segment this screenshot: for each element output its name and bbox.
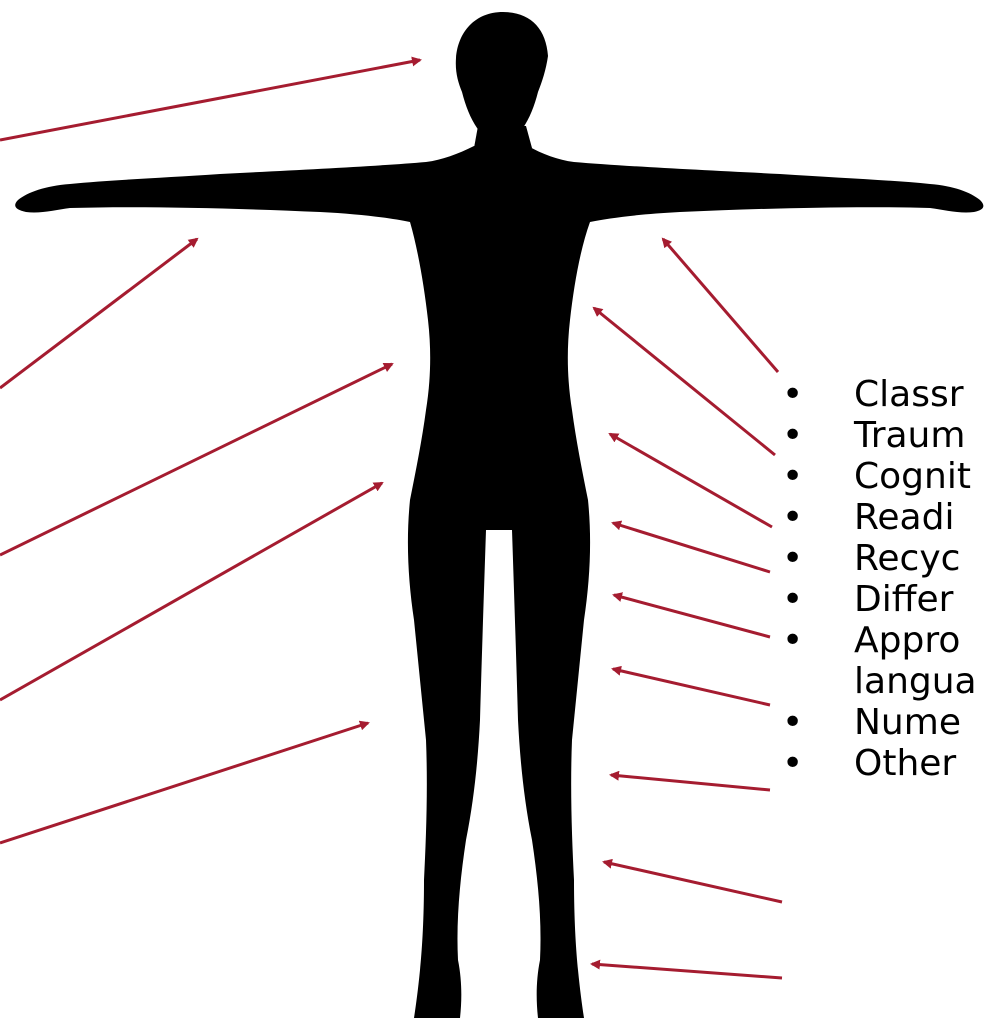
bullet-icon: • [782, 497, 803, 538]
list-item: • Recyc [782, 538, 989, 579]
arrow-right-2 [594, 308, 775, 455]
list-item: • Differ [782, 579, 989, 620]
list-item-label: Recyc [854, 538, 960, 579]
arrow-right-3 [610, 434, 772, 527]
list-item: • Cognit [782, 456, 989, 497]
bullet-icon: • [782, 538, 803, 579]
silhouette-neck [474, 126, 532, 148]
list-item-label: langua [854, 661, 977, 702]
arrow-right-6 [613, 669, 770, 705]
arrow-right-5 [614, 595, 770, 637]
bullet-icon: • [782, 743, 803, 784]
list-item: • Other [782, 743, 989, 784]
arrow-right-4 [613, 523, 770, 572]
list-item-label: Traum [854, 415, 965, 456]
arrow-right-1 [663, 239, 778, 372]
list-item: langua [782, 661, 989, 702]
list-item-label: Nume [854, 702, 961, 743]
bullet-icon: • [782, 374, 803, 415]
arrow-right-7 [611, 775, 770, 790]
list-item: • Classr [782, 374, 989, 415]
arrow-right-8 [604, 862, 782, 902]
annotation-list: •Classr•Traum•Cognit•Readi•Recyc•Differ•… [782, 374, 989, 784]
list-item: • Readi [782, 497, 989, 538]
arrow-left-waist [0, 483, 382, 700]
bullet-icon: • [782, 456, 803, 497]
arrow-left-thigh [0, 723, 368, 843]
arrow-left-armpit [0, 239, 197, 388]
list-item: • Appro [782, 620, 989, 661]
list-item: • Nume [782, 702, 989, 743]
bullet-icon: • [782, 579, 803, 620]
list-item-label: Other [854, 743, 956, 784]
list-item-label: Differ [854, 579, 953, 620]
bullet-icon: • [782, 702, 803, 743]
list-item-label: Cognit [854, 456, 971, 497]
list-item-label: Appro [854, 620, 960, 661]
bullet-icon: • [782, 415, 803, 456]
list-item-label: Classr [854, 374, 964, 415]
bullet-icon: • [782, 620, 803, 661]
list-item-label: Readi [854, 497, 954, 538]
list-item: • Traum [782, 415, 989, 456]
arrow-right-9 [592, 964, 782, 978]
arrow-left-upper-torso [0, 364, 392, 555]
silhouette-head [456, 12, 548, 132]
arrow-left-head [0, 60, 420, 140]
